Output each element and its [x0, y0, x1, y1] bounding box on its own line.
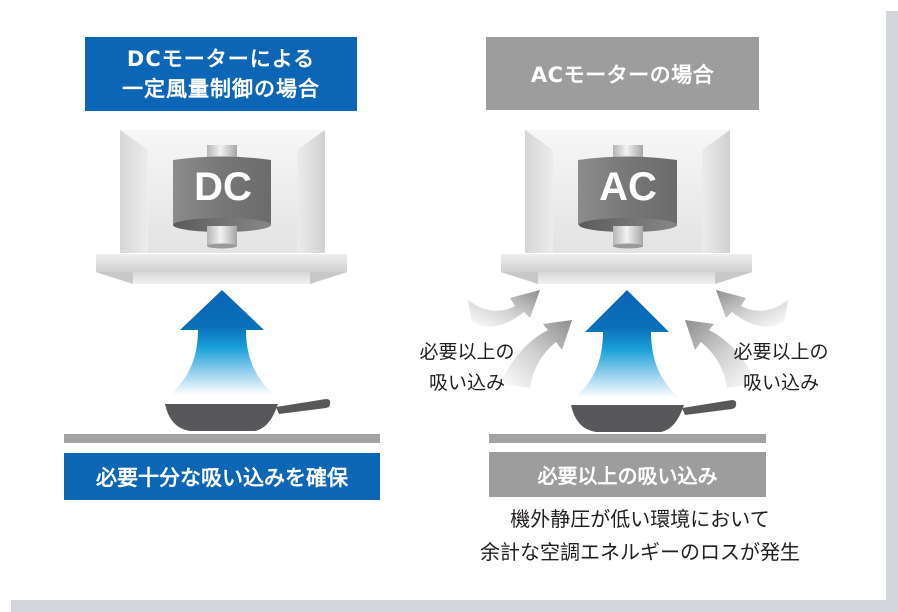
excess-intake-label-right: 必要以上の 吸い込み — [716, 337, 846, 399]
excess-intake-right-line2: 吸い込み — [742, 372, 819, 394]
excess-intake-left-line1: 必要以上の — [419, 341, 515, 363]
dc-result-label: 必要十分な吸い込みを確保 — [64, 453, 380, 500]
up-arrow-gradient-icon — [574, 290, 680, 398]
frying-pan-icon — [571, 400, 737, 432]
excess-intake-left-line2: 吸い込み — [428, 372, 505, 394]
ac-note: 機外静圧が低い環境において 余計な空調エネルギーのロスが発生 — [430, 503, 850, 569]
frame-shadow-right — [886, 11, 898, 612]
stovetop-line — [489, 434, 766, 443]
ac-panel-title: ACモーターの場合 — [486, 37, 759, 110]
motor-cylinder-icon — [173, 145, 271, 249]
ac-result-label: 必要以上の吸い込み — [489, 452, 766, 497]
excess-intake-right-line1: 必要以上の — [733, 341, 829, 363]
motor-type-label-ac: AC — [599, 165, 657, 209]
motor-cylinder-icon — [578, 145, 677, 249]
ac-title-text: ACモーターの場合 — [530, 62, 715, 87]
dc-panel-title: DCモーターによる 一定風量制御の場合 — [85, 37, 357, 111]
dc-title-line2: 一定風量制御の場合 — [122, 77, 320, 101]
dc-title-line1: DCモーターによる — [126, 47, 316, 71]
curved-gray-arrow-icon — [716, 290, 788, 327]
up-arrow-gradient-icon — [169, 290, 275, 395]
ac-note-line2: 余計な空調エネルギーのロスが発生 — [480, 540, 800, 564]
curved-gray-arrow-icon — [468, 290, 540, 327]
frying-pan-icon — [165, 399, 331, 431]
ac-note-line1: 機外静圧が低い環境において — [510, 507, 770, 531]
motor-type-label-dc: DC — [194, 165, 252, 209]
curved-gray-arrow-icon — [500, 320, 572, 388]
stovetop-line — [64, 434, 380, 443]
frame-shadow-bottom — [11, 600, 898, 612]
excess-intake-label-left: 必要以上の 吸い込み — [402, 337, 532, 399]
curved-gray-arrow-icon — [685, 320, 757, 388]
